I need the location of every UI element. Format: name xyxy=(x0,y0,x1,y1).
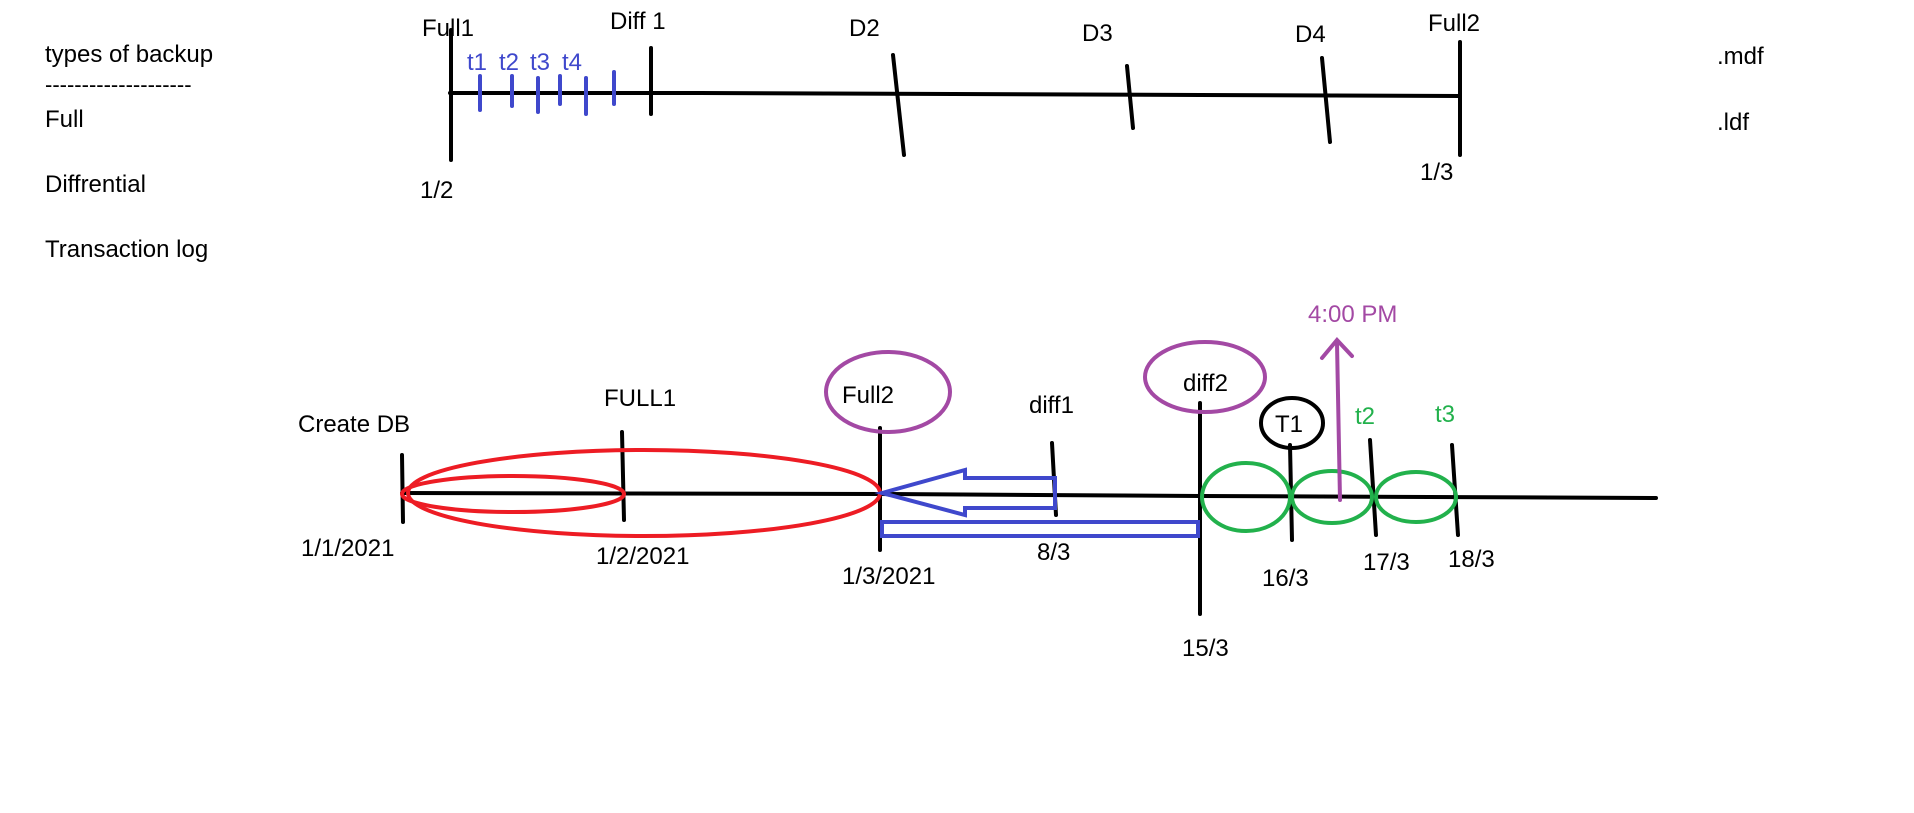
arrow-up-icon xyxy=(1320,336,1354,360)
top-diff1-label: Diff 1 xyxy=(610,8,666,35)
t2-label: t2 xyxy=(1355,403,1375,430)
top-d3-label: D3 xyxy=(1082,20,1113,47)
t2-date: 17/3 xyxy=(1363,549,1410,576)
top-axis-line xyxy=(448,91,1462,98)
top-start-date: 1/2 xyxy=(420,177,453,204)
diff2-date: 15/3 xyxy=(1182,635,1229,662)
top-end-date: 1/3 xyxy=(1420,159,1453,186)
full1-tick xyxy=(620,430,626,522)
time-marker-label: 4:00 PM xyxy=(1308,301,1397,328)
file-types: .mdf .ldf xyxy=(1717,43,1764,136)
top-log-t3-label: t3 xyxy=(530,49,550,76)
point-in-time-arrow-shaft xyxy=(1335,341,1342,502)
diff1-date: 8/3 xyxy=(1037,539,1070,566)
type-full: Full xyxy=(45,106,84,133)
top-d2-label: D2 xyxy=(849,15,880,42)
top-log-t4-label: t4 xyxy=(562,49,582,76)
full2-date: 1/3/2021 xyxy=(842,563,935,590)
full2-label: Full2 xyxy=(842,382,894,409)
t3-label: t3 xyxy=(1435,401,1455,428)
type-differential: Diffrential xyxy=(45,171,146,198)
diff2-restore-bar xyxy=(880,520,1200,538)
point-in-time-marker xyxy=(1320,336,1354,502)
diff1-restore-arrow-icon xyxy=(874,467,1057,518)
restore-arrows xyxy=(874,467,1200,538)
top-log-ticks xyxy=(478,70,616,116)
top-timeline-labels: Full1 Diff 1 D2 D3 D4 Full2 t1 t2 t3 t4 … xyxy=(420,8,1480,204)
full1-label: FULL1 xyxy=(604,385,676,412)
backup-types-heading: types of backup xyxy=(45,41,213,68)
bottom-axis-line xyxy=(400,491,1658,500)
top-d2-tick xyxy=(891,53,906,157)
bottom-timeline-labels: Create DB 1/1/2021 FULL1 1/2/2021 Full2 … xyxy=(298,301,1495,662)
log-circles-green xyxy=(1200,461,1458,533)
t2-tick xyxy=(1368,438,1378,537)
top-log-t1-label: t1 xyxy=(467,49,487,76)
t1-highlight xyxy=(1259,396,1325,450)
full1-coverage-ellipse xyxy=(400,474,626,514)
full2-highlight xyxy=(824,350,952,434)
full1-date: 1/2/2021 xyxy=(596,543,689,570)
top-d4-label: D4 xyxy=(1295,21,1326,48)
top-timeline xyxy=(448,28,1462,162)
highlight-circles-purple xyxy=(824,340,1267,434)
top-full2-label: Full2 xyxy=(1428,10,1480,37)
diff2-highlight xyxy=(1143,340,1267,414)
log-circle-3 xyxy=(1374,470,1458,524)
log-circle-2 xyxy=(1290,469,1374,525)
create-db-label: Create DB xyxy=(298,411,410,438)
top-d4-tick xyxy=(1320,56,1332,144)
t1-label: T1 xyxy=(1275,411,1303,438)
top-full1-label: Full1 xyxy=(422,15,474,42)
t3-date: 18/3 xyxy=(1448,546,1495,573)
backup-types-list: types of backup -------------------- Ful… xyxy=(45,41,213,263)
file-type-ldf: .ldf xyxy=(1717,109,1749,136)
heading-divider: -------------------- xyxy=(45,72,192,97)
file-type-mdf: .mdf xyxy=(1717,43,1764,70)
diff2-label: diff2 xyxy=(1183,370,1228,397)
top-log-t2-label: t2 xyxy=(499,49,519,76)
type-transaction-log: Transaction log xyxy=(45,236,208,263)
t1-date: 16/3 xyxy=(1262,565,1309,592)
diff1-label: diff1 xyxy=(1029,392,1074,419)
create-db-tick xyxy=(400,453,405,524)
create-db-date: 1/1/2021 xyxy=(301,535,394,562)
top-d3-tick xyxy=(1125,64,1135,130)
